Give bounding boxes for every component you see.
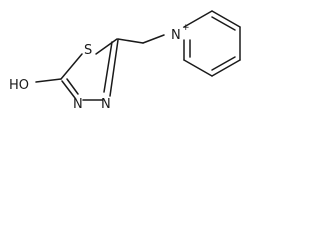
- bond-s-c2: [95, 38, 118, 55]
- bond-n3-c2: [109, 39, 119, 97]
- bond-ch2-n: [142, 34, 165, 44]
- atom-hydroxyl: HO: [9, 78, 29, 93]
- positive-charge: +: [182, 23, 190, 33]
- thiadiazole-ring: [60, 38, 119, 101]
- atom-nitrogen-right: N: [101, 97, 111, 112]
- bond-c5-n4-double: [66, 78, 79, 95]
- bond-c4-c5-double: [211, 56, 236, 71]
- bond-s-c5: [60, 53, 83, 80]
- bond-c5-c6: [183, 59, 213, 77]
- bond-c5-oh: [35, 78, 62, 83]
- bond-c2-c3: [211, 10, 241, 28]
- bond-n3-c2-double: [103, 41, 113, 93]
- bond-c4-c5: [211, 59, 241, 77]
- atom-nitrogen-left: N: [73, 97, 83, 112]
- bond-c5-n4: [61, 80, 76, 99]
- molecule-structure: S HO N N N +: [9, 10, 241, 112]
- atom-sulfur: S: [84, 43, 92, 58]
- bond-n-c2: [183, 10, 213, 28]
- bond-c2-ch2: [117, 38, 144, 44]
- atom-pyridinium-nitrogen: N: [171, 28, 181, 43]
- bond-c2-c3-double: [211, 16, 236, 31]
- pyridinium-ring: [183, 10, 241, 77]
